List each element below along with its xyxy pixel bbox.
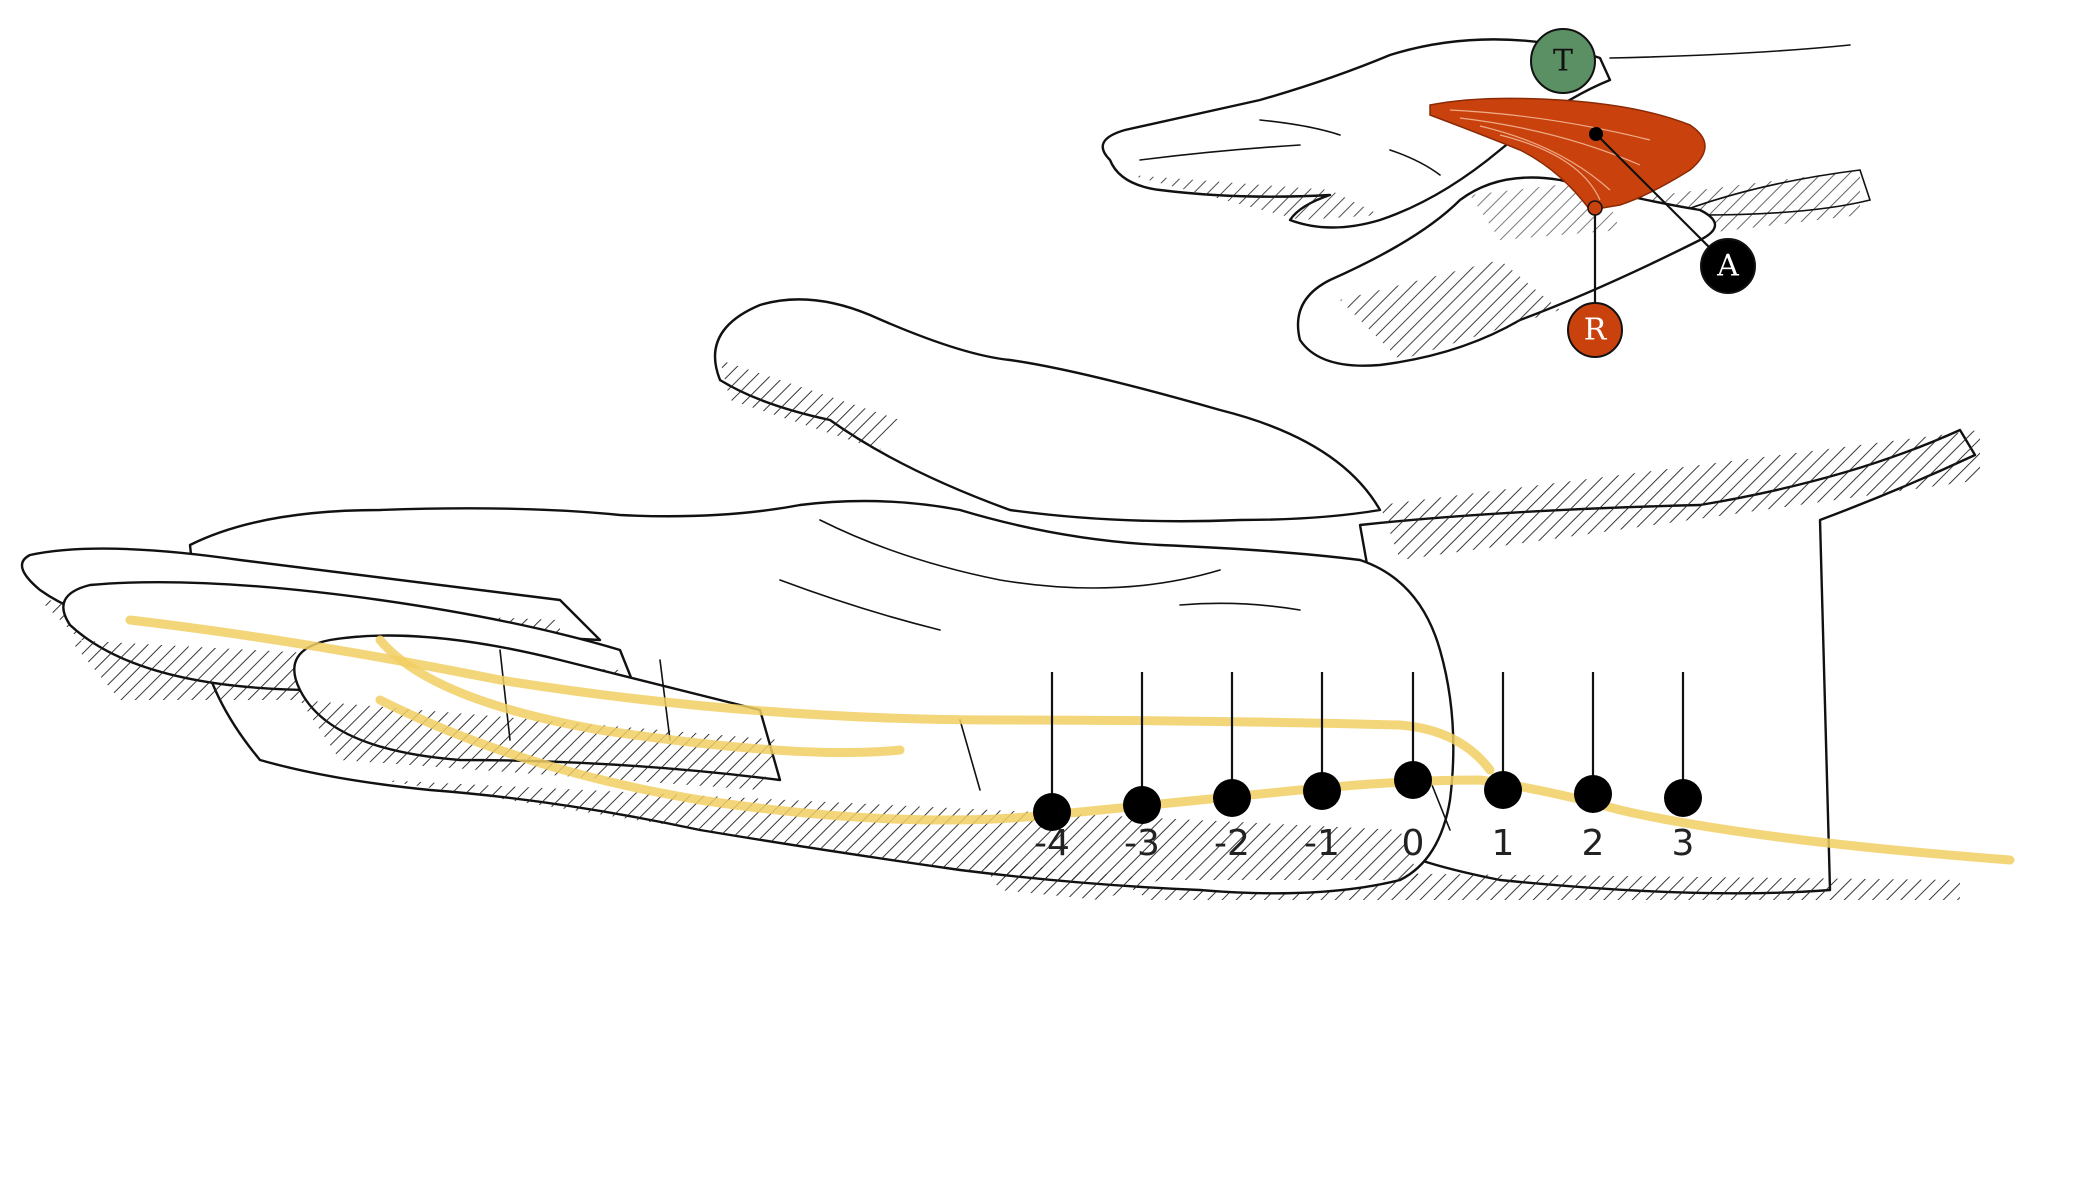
stimulation-point-label: -2 (1214, 823, 1250, 864)
stimulation-point-dot (1303, 772, 1341, 810)
stimulation-point: -4 (1033, 672, 1071, 864)
stimulation-point-label: 2 (1582, 823, 1605, 864)
active-electrode-label: A (1716, 249, 1739, 284)
thenar-marker-label: T (1553, 44, 1573, 79)
active-electrode-marker: A (1700, 238, 1756, 294)
stimulation-point: -1 (1303, 672, 1341, 864)
median-nerve (125, 615, 2015, 865)
stimulation-point: 1 (1484, 672, 1522, 864)
stimulation-points: -4 -3 -2 -1 0 1 2 3 (1033, 672, 1702, 864)
stimulation-point-dot (1033, 793, 1071, 831)
stimulation-point-dot (1484, 771, 1522, 809)
stimulation-point-dot (1394, 761, 1432, 799)
stimulation-point-label: 0 (1402, 823, 1425, 864)
stimulation-point-dot (1574, 775, 1612, 813)
reference-electrode-label: R (1584, 313, 1608, 348)
stimulation-point: 3 (1664, 672, 1702, 864)
stimulation-point: -3 (1123, 672, 1161, 864)
small-hand-illustration (1101, 38, 1872, 367)
stimulation-point-label: 1 (1492, 823, 1515, 864)
stimulation-point-dot (1664, 779, 1702, 817)
stimulation-point: 2 (1574, 672, 1612, 864)
thenar-muscle (1429, 97, 1706, 211)
stimulation-point-label: -1 (1304, 823, 1340, 864)
thenar-marker: T (1530, 28, 1596, 94)
stimulation-point: 0 (1394, 672, 1432, 864)
stimulation-point: -2 (1213, 672, 1251, 864)
stimulation-point-dot (1213, 779, 1251, 817)
stimulation-point-dot (1123, 786, 1161, 824)
stimulation-point-label: -3 (1124, 823, 1160, 864)
reference-electrode-marker: R (1567, 302, 1623, 358)
stimulation-point-label: 3 (1672, 823, 1695, 864)
stimulation-point-label: -4 (1034, 823, 1070, 864)
